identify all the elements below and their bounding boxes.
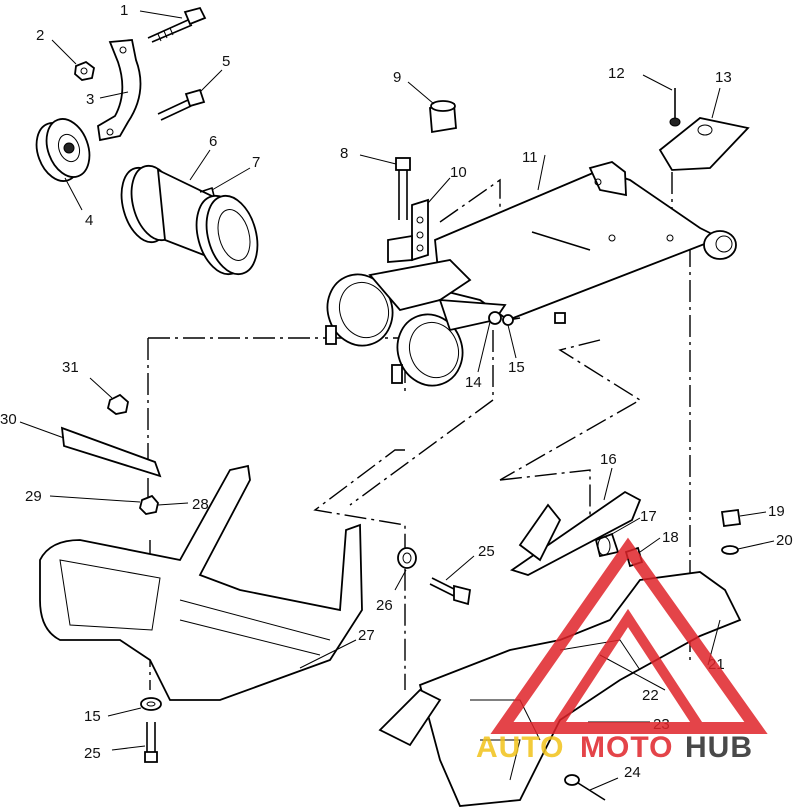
callout-12: 12 [608,65,625,82]
watermark-logo: AUTO MOTO HUB [476,537,768,764]
part-24-pin [564,774,619,801]
part-27-bumper [39,464,363,701]
callout-20: 20 [776,532,793,549]
callout-5: 5 [222,53,230,70]
callout-11: 11 [522,149,538,166]
part-28-31-bracket-hardware [19,377,189,515]
callout-19: 19 [768,503,785,520]
callout-22: 22 [642,687,659,704]
clamp-rings [325,259,566,387]
callout-10: 10 [450,164,467,181]
part-2-nut [51,39,95,81]
watermark-moto: MOTO [580,731,673,764]
callout-3: 3 [86,91,94,108]
part-11-a-arm [434,154,737,322]
part-16-rail [509,467,642,576]
callout-8: 8 [340,145,348,162]
callout-2: 2 [36,27,44,44]
callout-25b: 25 [84,745,101,762]
callout-4: 4 [85,212,93,229]
callout-29: 29 [25,488,42,505]
callout-28: 28 [192,496,209,513]
part-19-20-bolt-washer [720,508,775,555]
callout-30: 30 [0,411,17,428]
callout-31: 31 [62,359,79,376]
callout-27: 27 [358,627,375,644]
part-21-23-guard [378,571,742,807]
part-3-clamp [97,39,142,142]
part-10-bracket [387,177,451,263]
watermark-auto: AUTO [476,731,564,764]
callout-13: 13 [715,69,732,86]
part-8-bolt [359,154,411,220]
callout-26: 26 [376,597,393,614]
part-15-25-lower-fasteners [107,697,162,763]
callout-7: 7 [252,154,260,171]
callout-6: 6 [209,133,217,150]
part-1-bolt [139,6,207,43]
callout-14: 14 [465,374,482,391]
part-5-bolt [157,69,223,121]
part-4-wheel [35,118,91,211]
part-9-bushing [407,81,457,134]
callout-17: 17 [640,508,657,525]
callout-9: 9 [393,69,401,86]
callout-16: 16 [600,451,617,468]
part-12-pin [642,74,681,127]
callout-15a: 15 [508,359,525,376]
watermark-hub: HUB [685,731,753,764]
part-7-clip [199,167,251,197]
callout-1: 1 [120,2,128,19]
part-14-15-fasteners [477,321,517,373]
callout-18: 18 [662,529,679,546]
callout-24: 24 [624,764,641,781]
part-6-spool [120,149,259,276]
part-25-26-bolt-washer [394,547,475,606]
part-13-plate [658,87,750,171]
callout-25a: 25 [478,543,495,560]
callout-15b: 15 [84,708,101,725]
